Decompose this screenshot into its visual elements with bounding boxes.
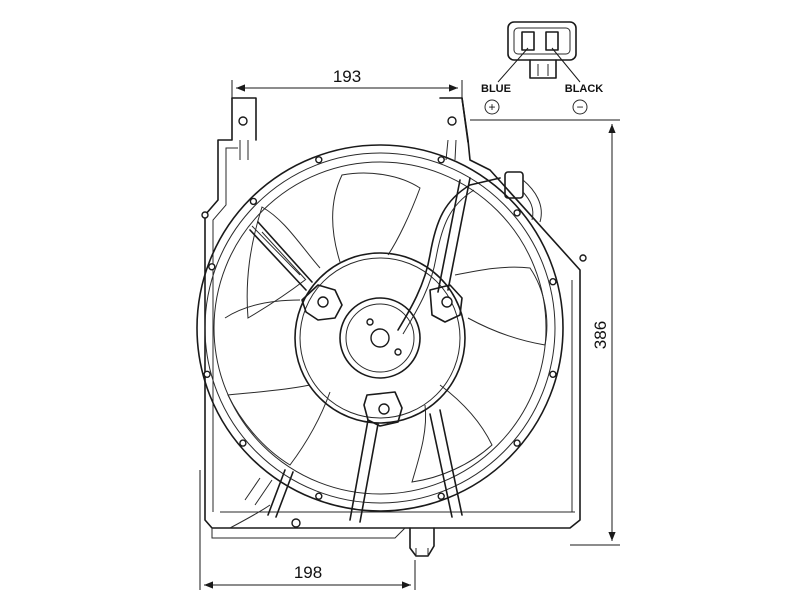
dimension-height-label: 386 [591,321,610,349]
mount-holes [201,116,587,528]
ring-rivet [203,370,211,378]
wire-harness [397,171,542,335]
ring-rivet [513,209,521,217]
positive-terminal-icon: + [484,99,500,115]
ring-rivet [208,263,216,271]
shroud-frame [204,97,581,557]
dimension-bottom-label: 198 [294,563,322,582]
support-struts [244,177,471,523]
dimension-bottom [199,470,416,590]
motor-hub [294,252,466,424]
positive-symbol: + [488,100,495,114]
ring-rivet [549,370,557,378]
ring-rivet [549,278,557,286]
dimension-top [231,80,463,100]
dimension-height [470,119,620,546]
fan-blades [224,172,548,483]
dimension-top-label: 193 [333,67,361,86]
connector-plug-icon [497,21,581,83]
hub-mount-lugs [301,284,463,427]
ring-rivet [249,197,258,206]
ring-rivet [315,156,323,164]
ring-rivet [315,492,323,500]
connector-terminal-blue-label: BLUE [481,83,511,95]
ring-rivet [437,156,445,164]
fan-shroud-ring [196,144,564,512]
ring-rivet [437,492,445,500]
negative-symbol: − [576,100,583,114]
connector-terminal-black-label: BLACK [565,83,604,95]
ring-rivet [239,439,247,447]
ring-rivet [513,439,521,447]
negative-terminal-icon: − [572,99,588,115]
